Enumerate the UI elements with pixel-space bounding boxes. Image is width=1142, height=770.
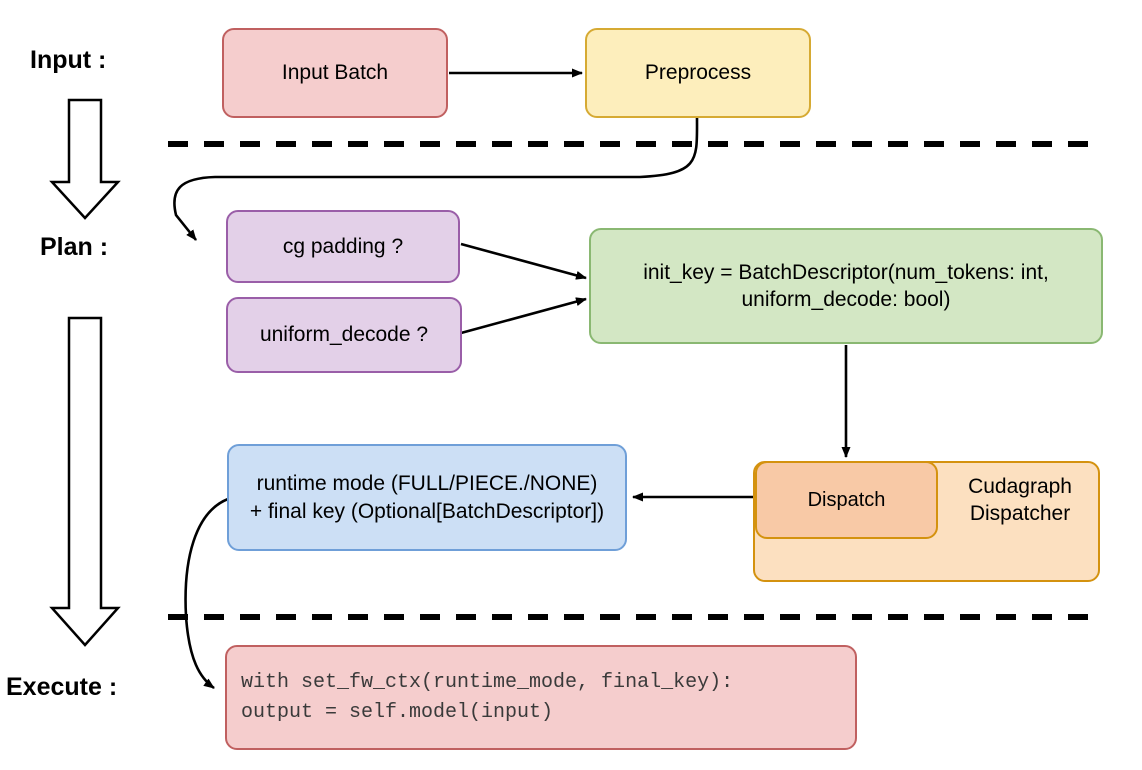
- node-init-key-label: init_key = BatchDescriptor(num_tokens: i…: [643, 260, 1049, 311]
- edge-cg-padding-to-init-key: [460, 242, 587, 280]
- stage-label-plan: Plan :: [40, 233, 109, 261]
- plan-to-execute-flow: [49, 316, 121, 647]
- node-preprocess[interactable]: Preprocess: [585, 28, 811, 118]
- node-input-batch-label: Input Batch: [281, 61, 389, 85]
- node-cg-padding[interactable]: cg padding ?: [226, 210, 460, 283]
- node-exec-code[interactable]: with set_fw_ctx(runtime_mode, final_key)…: [225, 645, 857, 750]
- node-exec-code-label: with set_fw_ctx(runtime_mode, final_key)…: [241, 670, 734, 724]
- node-input-batch[interactable]: Input Batch: [222, 28, 448, 118]
- node-runtime-mode[interactable]: runtime mode (FULL/PIECE./NONE) + final …: [227, 444, 627, 551]
- node-uniform-decode-label: uniform_decode ?: [259, 323, 429, 347]
- node-cudagraph-dispatcher-label: Cudagraph Dispatcher: [968, 475, 1072, 526]
- edge-uniform-decode-to-init-key: [460, 297, 587, 335]
- input-to-plan-flow: [49, 98, 121, 220]
- edge-runtime-mode-to-exec-code: [184, 497, 229, 690]
- node-runtime-mode-label: runtime mode (FULL/PIECE./NONE) + final …: [249, 472, 605, 523]
- node-init-key[interactable]: init_key = BatchDescriptor(num_tokens: i…: [589, 228, 1103, 344]
- node-dispatch-label: Dispatch: [807, 489, 886, 511]
- stage-label-execute: Execute :: [6, 673, 118, 701]
- node-uniform-decode[interactable]: uniform_decode ?: [226, 297, 462, 373]
- node-dispatch[interactable]: Dispatch: [755, 461, 938, 539]
- node-preprocess-label: Preprocess: [644, 61, 752, 85]
- stage-label-input: Input :: [30, 46, 107, 74]
- node-cg-padding-label: cg padding ?: [282, 234, 404, 258]
